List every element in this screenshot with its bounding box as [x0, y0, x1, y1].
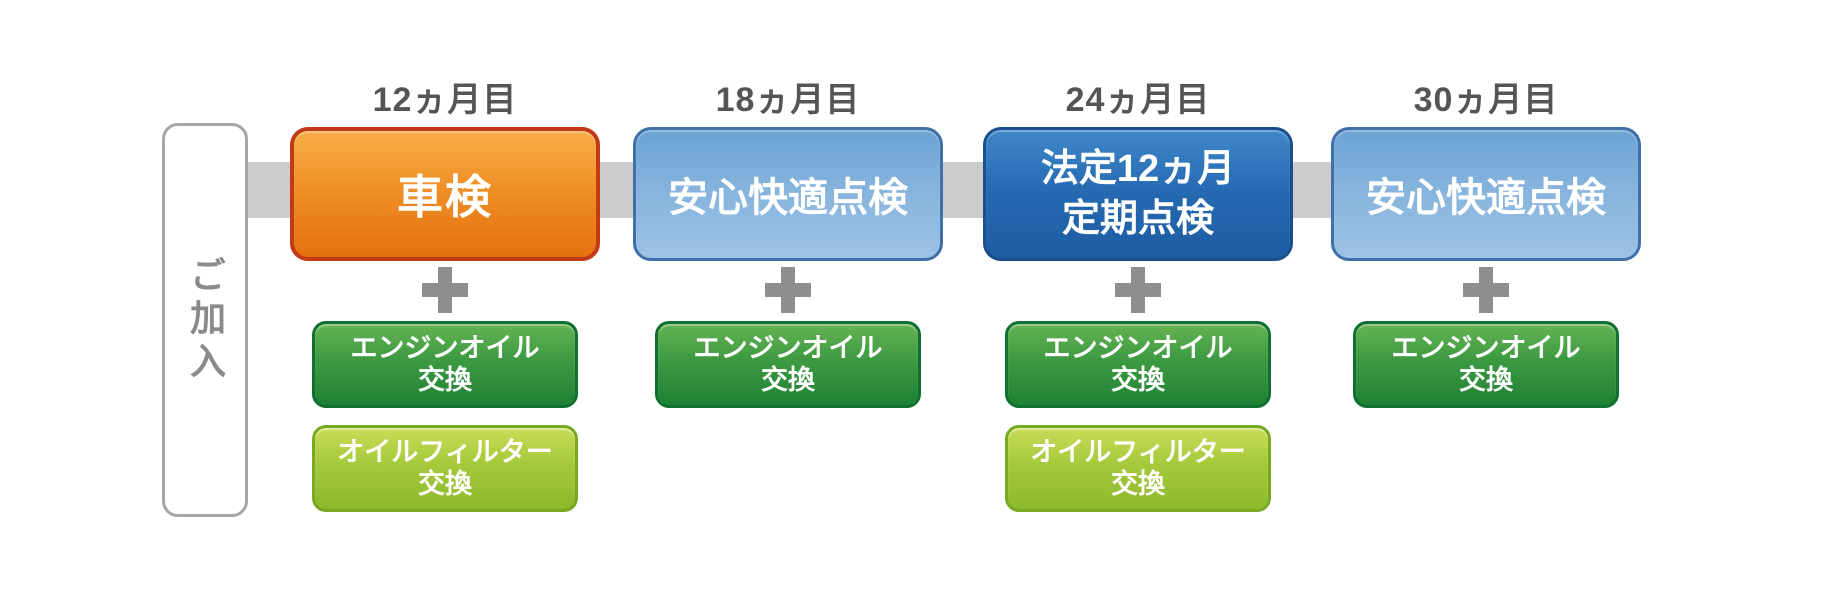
month-label: 12ヵ月目 — [372, 81, 518, 119]
plus-icon — [422, 267, 468, 313]
extra-label-line2: 交換 — [1459, 364, 1513, 395]
extra-box-engine-oil: エンジンオイル 交換 — [312, 321, 578, 408]
timeline-column-30m: 30ヵ月目 安心快適点検 エンジンオイル 交換 — [1331, 0, 1641, 596]
extra-label-line1: エンジンオイル — [350, 332, 540, 363]
timeline-column-12m: 12ヵ月目 車検 エンジンオイル 交換 オイルフィルター 交換 — [290, 0, 600, 596]
extra-label-line1: オイルフィルター — [337, 436, 553, 467]
event-label: 車検 — [397, 171, 493, 223]
extra-label-line1: エンジンオイル — [693, 332, 883, 363]
plus-icon — [1115, 267, 1161, 313]
extra-box-oil-filter: オイルフィルター 交換 — [312, 425, 578, 512]
event-box-legal-inspection: 法定12ヵ月 定期点検 — [983, 127, 1293, 261]
extra-label-line1: オイルフィルター — [1030, 436, 1246, 467]
enrollment-box: ご加入 — [162, 123, 248, 517]
extra-box-oil-filter: オイルフィルター 交換 — [1005, 425, 1271, 512]
extra-label-line1: エンジンオイル — [1043, 332, 1233, 363]
enrollment-label: ご加入 — [185, 255, 226, 385]
timeline-column-24m: 24ヵ月目 法定12ヵ月 定期点検 エンジンオイル 交換 オイルフィルター 交換 — [983, 0, 1293, 596]
extra-label-line2: 交換 — [418, 364, 472, 395]
month-label: 18ヵ月目 — [715, 81, 861, 119]
event-label-line2: 定期点検 — [1061, 198, 1214, 240]
extra-box-engine-oil: エンジンオイル 交換 — [1005, 321, 1271, 408]
extra-label-line2: 交換 — [761, 364, 815, 395]
extra-box-engine-oil: エンジンオイル 交換 — [1353, 321, 1619, 408]
event-label-line1: 法定12ヵ月 — [1040, 147, 1236, 190]
month-label: 24ヵ月目 — [1065, 81, 1211, 119]
extra-label-line1: エンジンオイル — [1391, 332, 1581, 363]
extra-box-engine-oil: エンジンオイル 交換 — [655, 321, 921, 408]
event-box-shaken: 車検 — [290, 127, 600, 261]
event-label: 安心快適点検 — [1366, 176, 1606, 220]
plus-icon — [1463, 267, 1509, 313]
event-label: 安心快適点検 — [668, 176, 908, 220]
extra-label-line2: 交換 — [1111, 468, 1165, 499]
month-label: 30ヵ月目 — [1413, 81, 1559, 119]
timeline-column-18m: 18ヵ月目 安心快適点検 エンジンオイル 交換 — [633, 0, 943, 596]
extra-label-line2: 交換 — [1111, 364, 1165, 395]
event-box-comfort-check: 安心快適点検 — [1331, 127, 1641, 261]
extra-label-line2: 交換 — [418, 468, 472, 499]
plus-icon — [765, 267, 811, 313]
event-box-comfort-check: 安心快適点検 — [633, 127, 943, 261]
